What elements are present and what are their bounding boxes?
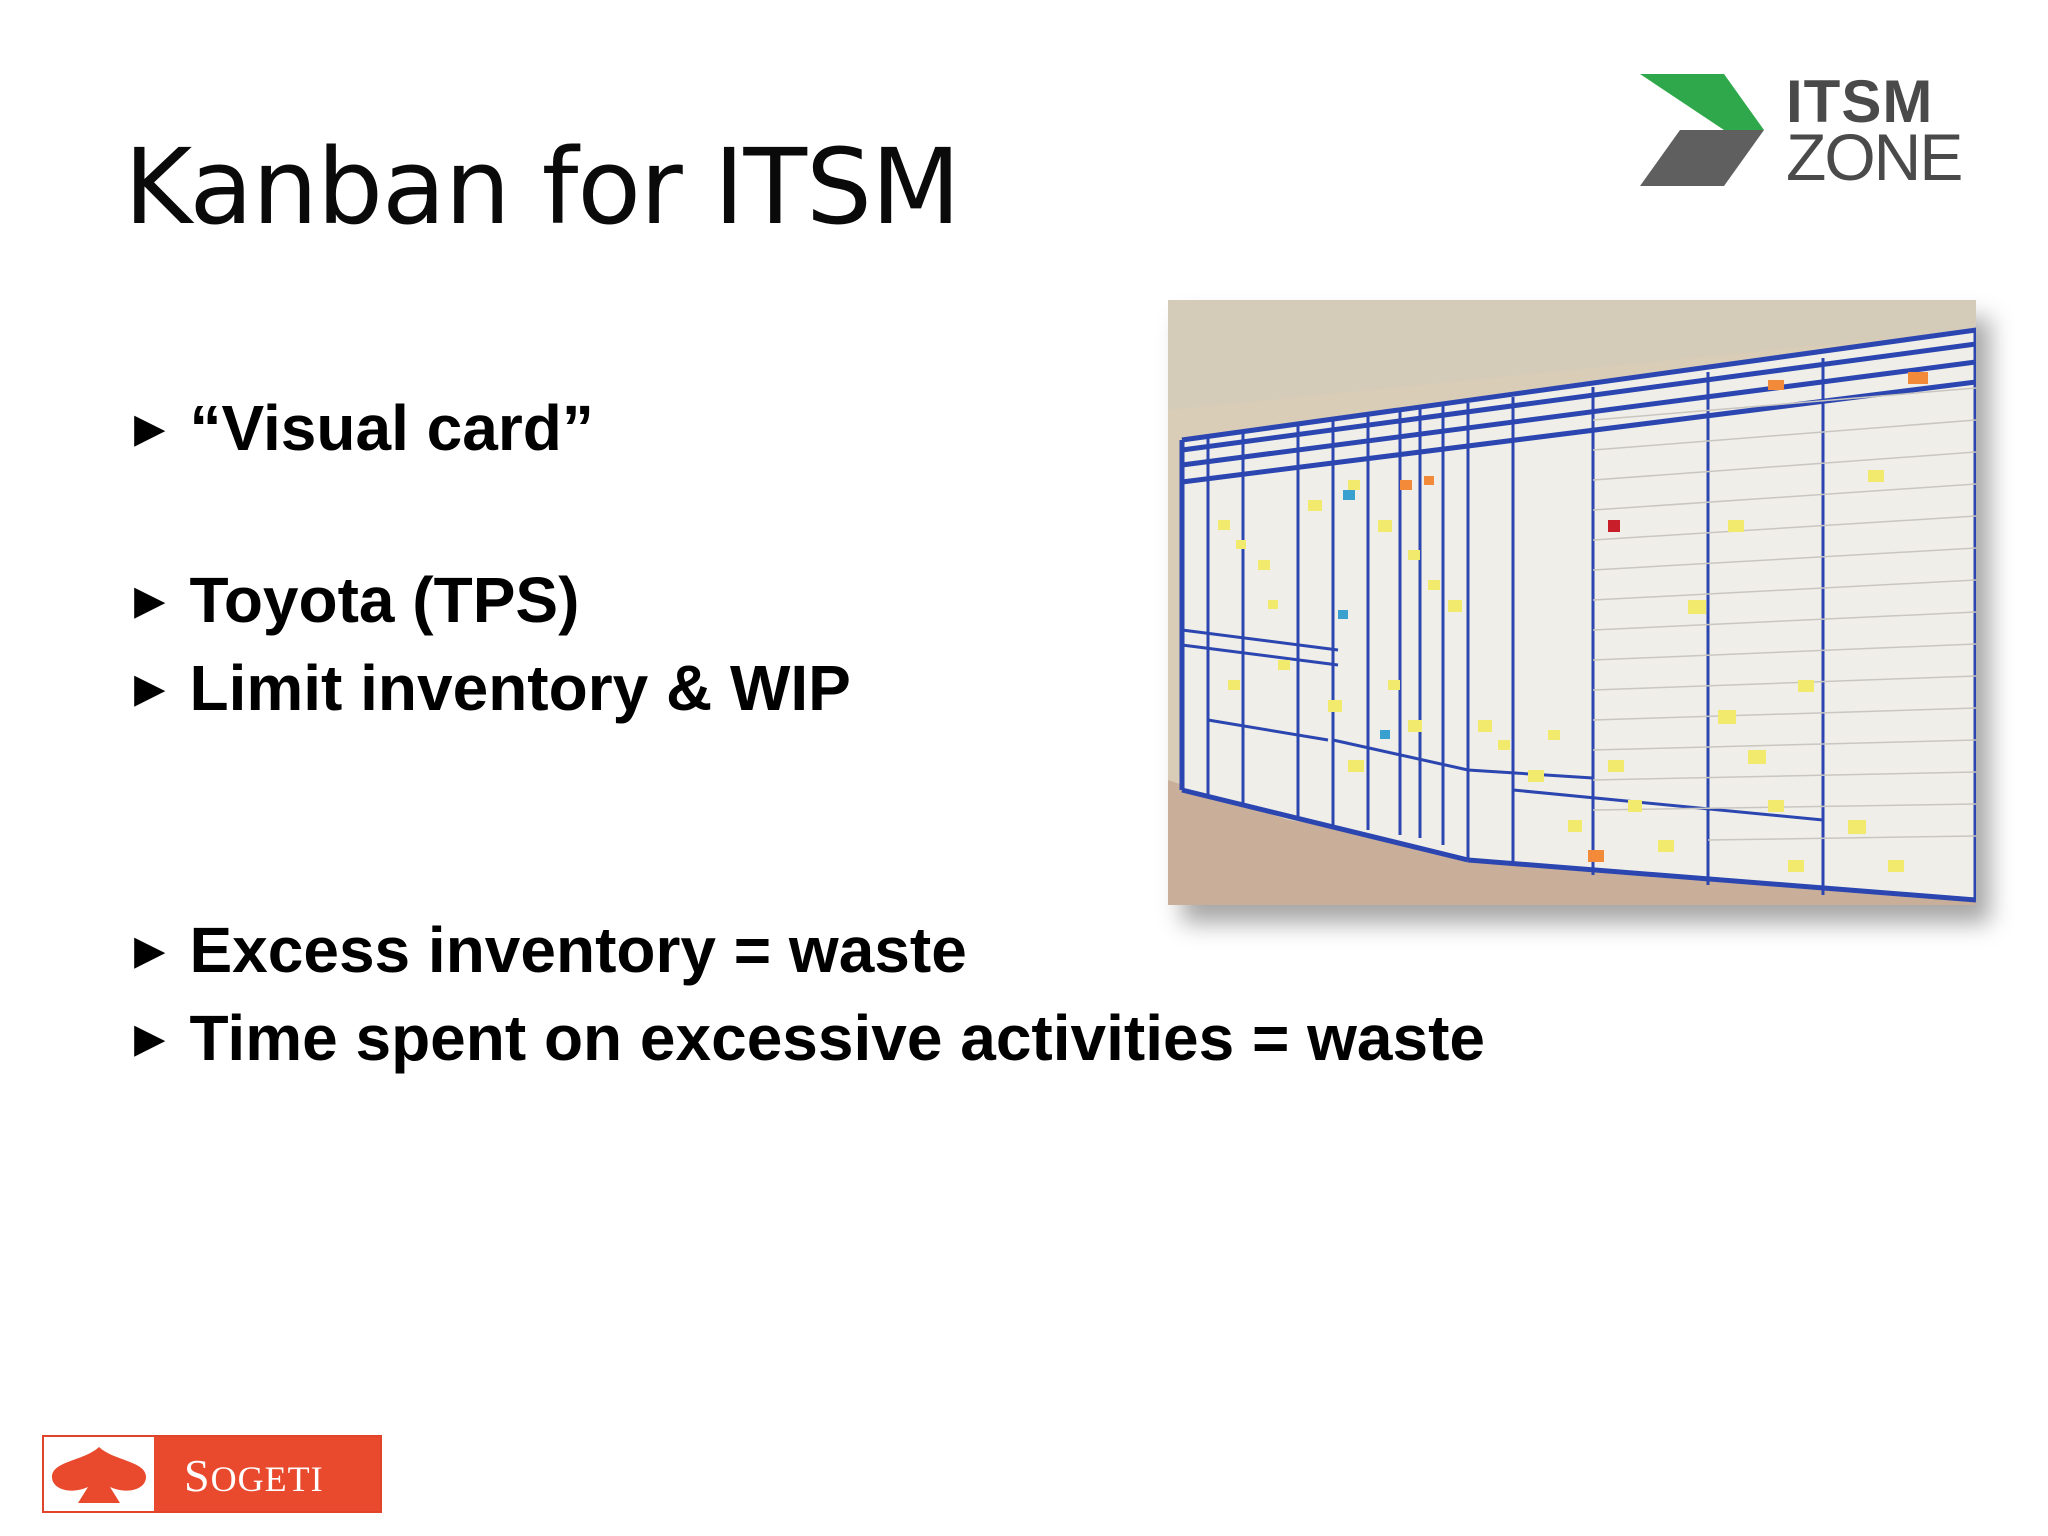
kanban-board-photo	[1168, 300, 1976, 905]
bullet-visual-card: ►“Visual card”	[124, 396, 594, 460]
slide-title: Kanban for ITSM	[124, 126, 961, 248]
bullet-text: Toyota (TPS)	[189, 564, 580, 636]
bullet-toyota: ►Toyota (TPS)	[124, 568, 579, 632]
bullet-arrow-icon: ►	[124, 660, 176, 718]
bullet-text: “Visual card”	[189, 392, 594, 464]
logo-text-zone: ZONE	[1786, 120, 1963, 194]
sogeti-letters-rest: OGETI	[210, 1459, 324, 1499]
bullet-excess-inventory: ►Excess inventory = waste	[124, 918, 967, 982]
bullet-limit-inventory: ►Limit inventory & WIP	[124, 656, 851, 720]
chevron-icon	[1640, 74, 1764, 186]
sogeti-letter-s: S	[184, 1450, 211, 1501]
photo-frame	[1168, 300, 1976, 905]
logo-text-itsm: ITSM	[1786, 68, 1934, 135]
itsm-zone-logo: ITSM ZONE	[1636, 72, 1996, 192]
sogeti-logo: SOGETI	[42, 1435, 382, 1513]
bullet-text: Limit inventory & WIP	[189, 652, 851, 724]
bullet-text: Time spent on excessive activities = was…	[189, 1002, 1485, 1074]
spade-icon	[52, 1447, 146, 1503]
bullet-arrow-icon: ►	[124, 572, 176, 630]
sogeti-wordmark: SOGETI	[184, 1449, 324, 1502]
bullet-arrow-icon: ►	[124, 1010, 176, 1068]
bullet-arrow-icon: ►	[124, 400, 176, 458]
kanban-board-illustration	[1168, 300, 1976, 905]
bullet-arrow-icon: ►	[124, 922, 176, 980]
bullet-time-spent: ►Time spent on excessive activities = wa…	[124, 1006, 1485, 1070]
bullet-text: Excess inventory = waste	[189, 914, 967, 986]
sogeti-spade-panel	[44, 1437, 154, 1511]
